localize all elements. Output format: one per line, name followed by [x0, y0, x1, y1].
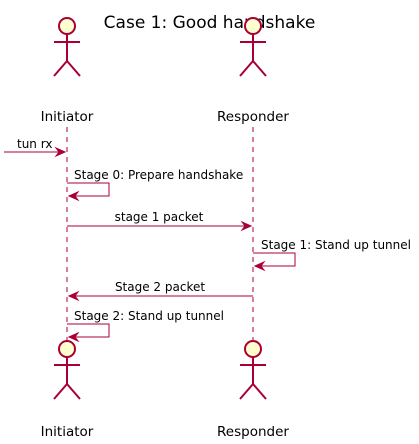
message-tun-rx: tun rx [4, 137, 67, 158]
message-stage0: Stage 0: Prepare handshake [67, 168, 243, 202]
actor-responder-top-icon [239, 17, 267, 77]
actor-responder-bottom-icon [239, 340, 267, 400]
actor-initiator-top-icon [53, 17, 81, 77]
message-stage1-label: Stage 1: Stand up tunnel [261, 238, 411, 252]
message-stage1: Stage 1: Stand up tunnel [253, 238, 411, 272]
message-stage2: Stage 2: Stand up tunnel [67, 309, 224, 343]
participant-initiator-bottom-label: Initiator [41, 424, 94, 440]
diagram-title: Case 1: Good handshake [104, 13, 316, 33]
message-stage2-label: Stage 2: Stand up tunnel [74, 309, 224, 323]
actor-initiator-bottom-icon [53, 340, 81, 400]
message-stage2-packet: Stage 2 packet [67, 280, 253, 302]
message-stage1-packet-label: stage 1 packet [115, 210, 204, 224]
message-stage0-label: Stage 0: Prepare handshake [74, 168, 243, 182]
participant-initiator-top-label: Initiator [41, 109, 94, 125]
participant-responder-bottom-label: Responder [217, 424, 289, 440]
message-tun-rx-label: tun rx [17, 137, 52, 151]
message-stage1-packet: stage 1 packet [67, 210, 253, 232]
participant-responder-top-label: Responder [217, 109, 289, 125]
message-stage2-packet-label: Stage 2 packet [115, 280, 205, 294]
